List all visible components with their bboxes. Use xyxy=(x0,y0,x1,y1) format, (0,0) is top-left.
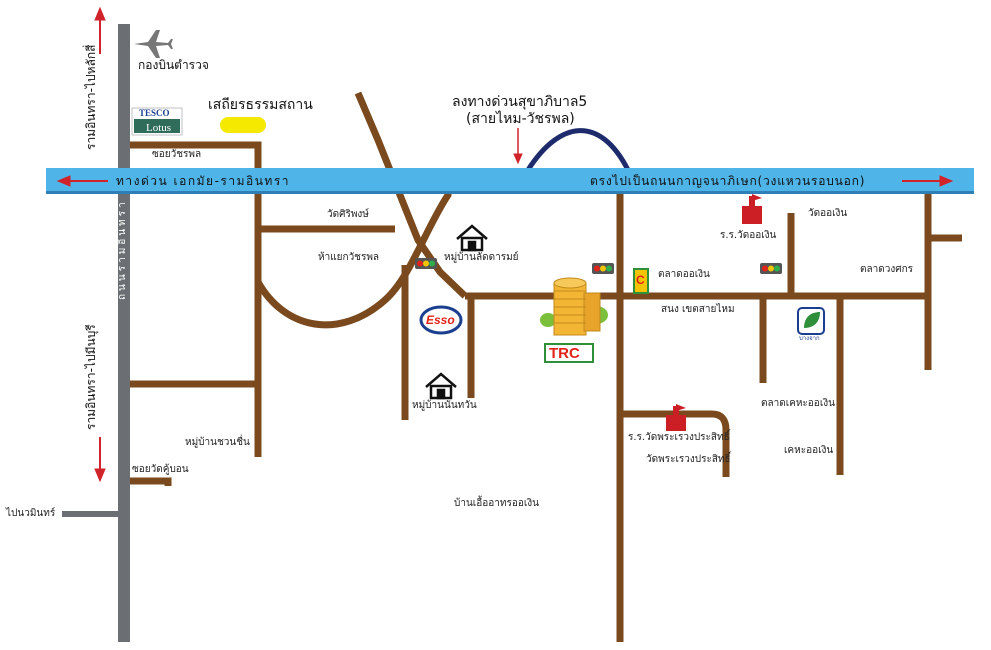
temple-icon xyxy=(666,404,686,431)
traffic-light-icon xyxy=(760,263,782,274)
tesco-lotus-logo xyxy=(131,107,183,136)
road-wat-phra-ruang xyxy=(620,410,730,477)
arrow-left-icon xyxy=(56,175,71,187)
bangchak-logo xyxy=(797,307,825,335)
north-direction-label: รามอินทรา-ไปหลักสี่ xyxy=(84,44,98,150)
bangchak-text: บางจาก xyxy=(799,335,820,342)
ramp-label-line2: (สายไหม-วัชรพล) xyxy=(466,111,575,127)
village-chuanchuen-label: หมู่บ้านชวนชื่น xyxy=(185,437,250,448)
arrow-up-icon xyxy=(94,6,106,21)
main-road-label: ถนนรามอินทรา xyxy=(117,199,128,300)
traffic-light-icon xyxy=(592,263,614,274)
soi-wat-khubon-label: ซอยวัดคู้บอน xyxy=(132,464,189,475)
expressway xyxy=(46,168,974,194)
temple-icon xyxy=(742,194,762,224)
village-latdarom-label: หมู่บ้านลัดดารมย์ xyxy=(444,252,519,263)
south-direction-label: รามอินทรา-ไปมีนบุรี xyxy=(84,324,98,430)
expressway-label-left: ทางด่วน เอกมัย-รามอินทรา xyxy=(116,174,290,188)
airplane-icon xyxy=(134,30,173,58)
wat-siriphong-label: วัดศิริพงษ์ xyxy=(327,209,369,220)
trc-logo-box xyxy=(544,343,594,363)
airport-label: กองบินตำรวจ xyxy=(138,58,209,72)
wat-or-ngoen-label: วัดออเงิน xyxy=(808,208,848,219)
school-wat-or-ngoen-label: ร.ร.วัดออเงิน xyxy=(720,230,777,241)
lotus-label: Lotus xyxy=(146,122,172,134)
arrow-right-icon xyxy=(939,175,954,187)
village-nanthawan-label: หมู่บ้านนันทวัน xyxy=(412,400,477,411)
wat-phra-ruang-label: วัดพระเรวงประสิทธิ์ xyxy=(646,454,731,465)
road-curve xyxy=(254,190,452,329)
local-roads xyxy=(128,91,962,642)
house-icon xyxy=(425,372,457,400)
watcharaphon-junction-label: ห้าแยกวัชรพล xyxy=(318,252,380,263)
to-nawamin-label: ไปนวมินทร์ xyxy=(6,508,56,519)
soi-watcharaphon-label: ซอยวัชรพล xyxy=(152,149,202,160)
yellow-landmark-marker xyxy=(220,117,266,133)
sanong-khet-label: สนง เขตสายไหม xyxy=(661,304,735,315)
road-soi-watcharaphon xyxy=(128,141,262,457)
road-diagonal-north xyxy=(354,91,468,299)
seven-eleven-text: C xyxy=(636,273,645,287)
traffic-light-icon xyxy=(415,258,437,269)
expressway-ramp xyxy=(525,128,631,172)
khe-ho-label: เคหะออเงิน xyxy=(784,445,834,456)
landmark-yellow-label: เสถียรธรรมสถาน xyxy=(208,97,313,113)
ban-ua-arthon-label: บ้านเอื้ออาทรออเงิน xyxy=(454,498,539,509)
house-icon xyxy=(456,224,488,252)
store-icon xyxy=(633,268,649,294)
ramp-label-line1: ลงทางด่วนสุขาภิบาล5 xyxy=(452,94,588,110)
arrow-ramp-icon xyxy=(513,153,523,165)
trc-logo-text: TRC xyxy=(549,345,580,362)
talad-khe-ho-label: ตลาดเคหะออเงิน xyxy=(761,398,835,409)
tesco-label: TESCO xyxy=(139,108,170,118)
direction-arrows xyxy=(56,6,954,483)
talad-or-ngoen-label: ตลาดออเงิน xyxy=(658,269,710,280)
talad-duangkamon-label: ตลาดวงศกร xyxy=(860,264,914,275)
esso-logo-text: Esso xyxy=(426,313,455,327)
expressway-label-right: ตรงไปเป็นถนนกาญจนาภิเษก(วงแหวนรอบนอก) xyxy=(590,174,866,188)
main-road-ram-intra xyxy=(118,24,130,642)
school-wat-phra-ruang-label: ร.ร.วัดพระเรวงประสิทธิ์ xyxy=(628,432,730,443)
trc-building-icon xyxy=(540,277,608,336)
arrow-down-icon xyxy=(94,468,106,483)
road-to-nawamin xyxy=(62,511,122,517)
esso-logo xyxy=(419,305,463,335)
road-soi-wat-khubon xyxy=(128,477,172,486)
